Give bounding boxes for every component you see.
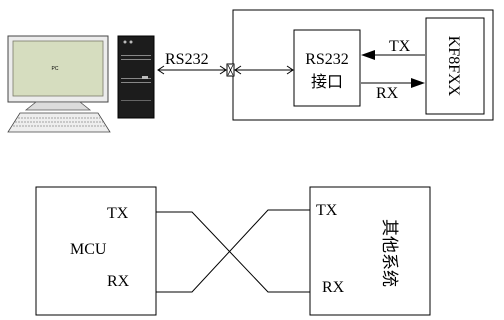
kf8fxx-label: KF8FXX — [445, 36, 462, 97]
mcu-label: MCU — [70, 241, 107, 258]
pc-monitor-stand — [26, 102, 90, 110]
tx-arrowhead — [361, 50, 375, 60]
other-rx-label: RX — [322, 279, 345, 296]
other-tx-label: TX — [316, 202, 338, 219]
rx-to-tx-wire — [156, 210, 310, 292]
mcu-tx-label: TX — [107, 205, 129, 222]
tx-to-rx-wire — [156, 212, 310, 292]
other-system-label: 其他系统 — [380, 219, 399, 287]
internal-link — [235, 66, 293, 74]
pc-keyboard — [8, 113, 110, 132]
rs232-link-label: RS232 — [165, 51, 209, 68]
rs232-interface-sublabel: 接口 — [311, 73, 343, 91]
pc-tower — [118, 36, 154, 118]
rs232-interface-box — [294, 30, 360, 106]
rs232-interface-label: RS232 — [305, 51, 349, 68]
pc-screen-label: PC — [52, 66, 59, 72]
pc-computer: PC — [8, 36, 154, 132]
rx-label: RX — [376, 85, 399, 102]
tx-label: TX — [389, 38, 411, 55]
mcu-rx-label: RX — [107, 273, 130, 290]
rx-arrowhead — [411, 78, 425, 88]
